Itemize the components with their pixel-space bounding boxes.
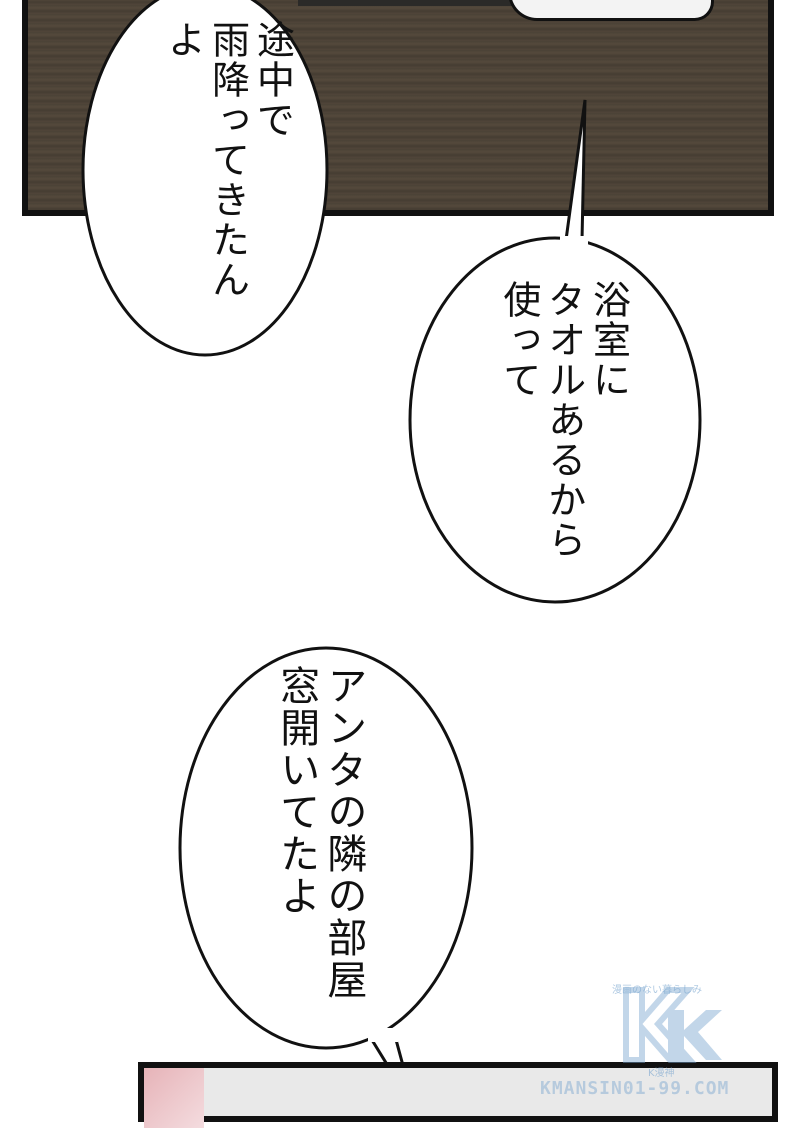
bubble-window-line-2: 窓開いてたよ xyxy=(273,665,320,917)
watermark-site: KMANSIN01-99.COM xyxy=(540,1078,730,1099)
bubble-towel-line-3: 使って xyxy=(496,280,541,400)
tail-joint-window xyxy=(368,1028,398,1042)
bubble-text-window: アンタの隣の部屋 窓開いてたよ xyxy=(272,665,366,1025)
bubble-text-rain: 途中で 雨降ってきたんよ xyxy=(160,20,295,320)
bottom-panel-pink-area xyxy=(144,1068,204,1128)
bubble-towel-line-1: 浴室に xyxy=(586,280,631,400)
bubble-rain-line-2: 雨降ってきたんよ xyxy=(160,20,250,300)
tail-joint-towel xyxy=(560,236,588,248)
speech-bubble-towel xyxy=(408,236,702,604)
watermark-tagline: 漫画のない暮らしみ xyxy=(612,985,702,996)
watermark-logo-icon xyxy=(606,980,726,1070)
watermark-sub: K漫神 xyxy=(648,1068,675,1079)
speech-bubble-rain xyxy=(81,0,329,357)
bubble-towel-line-2: タオルあるから xyxy=(541,280,586,560)
floor-object-dark xyxy=(298,0,528,6)
bubble-window-line-1: アンタの隣の部屋 xyxy=(320,665,367,1001)
bubble-text-towel: 浴室に タオルあるから 使って xyxy=(496,280,631,580)
speech-bubble-window xyxy=(178,646,474,1050)
bubble-rain-line-1: 途中で xyxy=(250,20,295,140)
speech-tail-towel xyxy=(564,99,587,242)
